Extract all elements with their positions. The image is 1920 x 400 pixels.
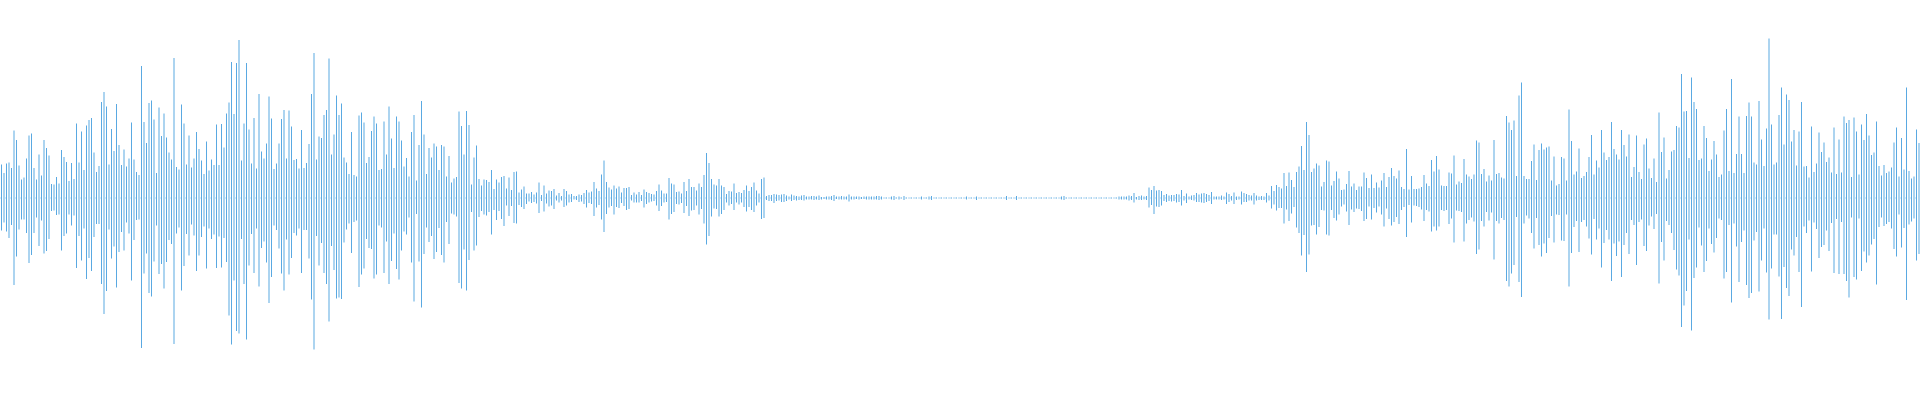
waveform-bars (0, 38, 1920, 350)
